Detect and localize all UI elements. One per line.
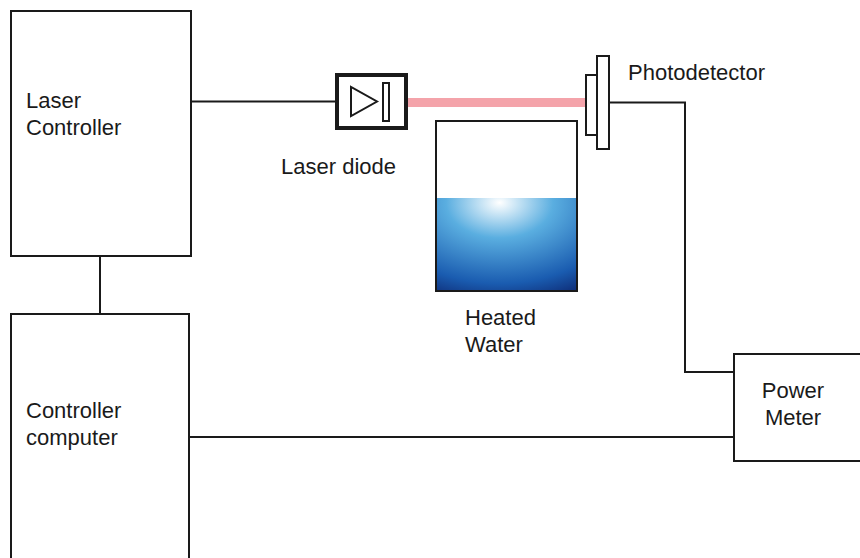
detector-back-plate — [586, 75, 597, 135]
power-meter-box: Power Meter — [733, 353, 860, 462]
wire — [99, 257, 101, 313]
water — [437, 198, 576, 290]
node-label: Photodetector — [628, 59, 828, 86]
photodetector-symbol: Photodetector — [585, 55, 610, 150]
wire — [190, 436, 733, 438]
computer-box: Controller computer — [10, 313, 190, 558]
node-label: Controller computer — [26, 397, 166, 451]
controller-box: Laser Controller — [10, 10, 192, 257]
node-label: Power Meter — [753, 377, 833, 431]
diode-triangle — [351, 87, 377, 116]
wire — [192, 101, 335, 103]
water-beaker: Heated Water — [435, 120, 578, 292]
beaker-drawing — [437, 122, 576, 290]
node-label: Heated Water — [465, 304, 565, 358]
laser-diode-symbol: Laser diode — [335, 73, 408, 130]
detector-drawing — [585, 55, 610, 150]
node-label: Laser Controller — [26, 87, 156, 141]
node-label: Laser diode — [281, 153, 481, 180]
diode-bar — [383, 83, 389, 121]
detector-front-plate — [597, 56, 609, 149]
laser-beam — [408, 98, 586, 107]
wire — [610, 103, 733, 373]
diode-drawing — [339, 77, 404, 126]
